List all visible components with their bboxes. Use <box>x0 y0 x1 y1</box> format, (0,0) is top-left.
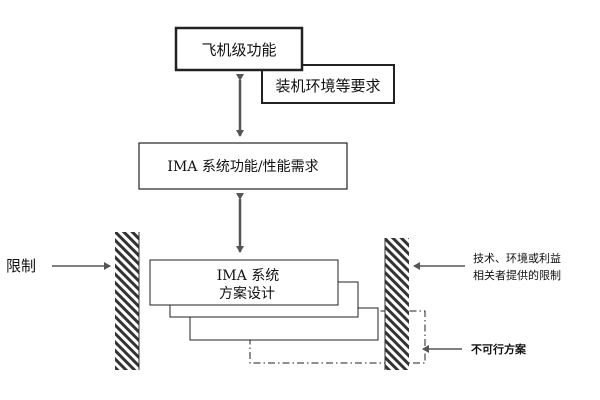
stakeholder-constraints-line1: 技术、环境或利益 <box>473 251 561 265</box>
constraints-label: 限制 <box>6 257 36 275</box>
ima-design-label-line1: IMA 系统 <box>217 268 279 284</box>
installation-env-box <box>261 64 395 104</box>
ima-requirements-label: IMA 系统功能/性能需求 <box>167 159 318 175</box>
aircraft-function-box <box>174 26 304 72</box>
ima-design-box <box>149 259 339 306</box>
infeasible-solution-label: 不可行方案 <box>471 342 527 356</box>
aircraft-function-label: 飞机级功能 <box>201 41 276 59</box>
installation-env-label: 装机环境等要求 <box>275 77 380 95</box>
right-constraint-wall <box>385 238 409 370</box>
stakeholder-constraints-line2: 相关者提供的限制 <box>473 268 561 282</box>
ima-design-label-line2: 方案设计 <box>219 285 275 302</box>
ima-requirements-box <box>138 142 348 190</box>
left-constraint-wall <box>115 232 139 370</box>
